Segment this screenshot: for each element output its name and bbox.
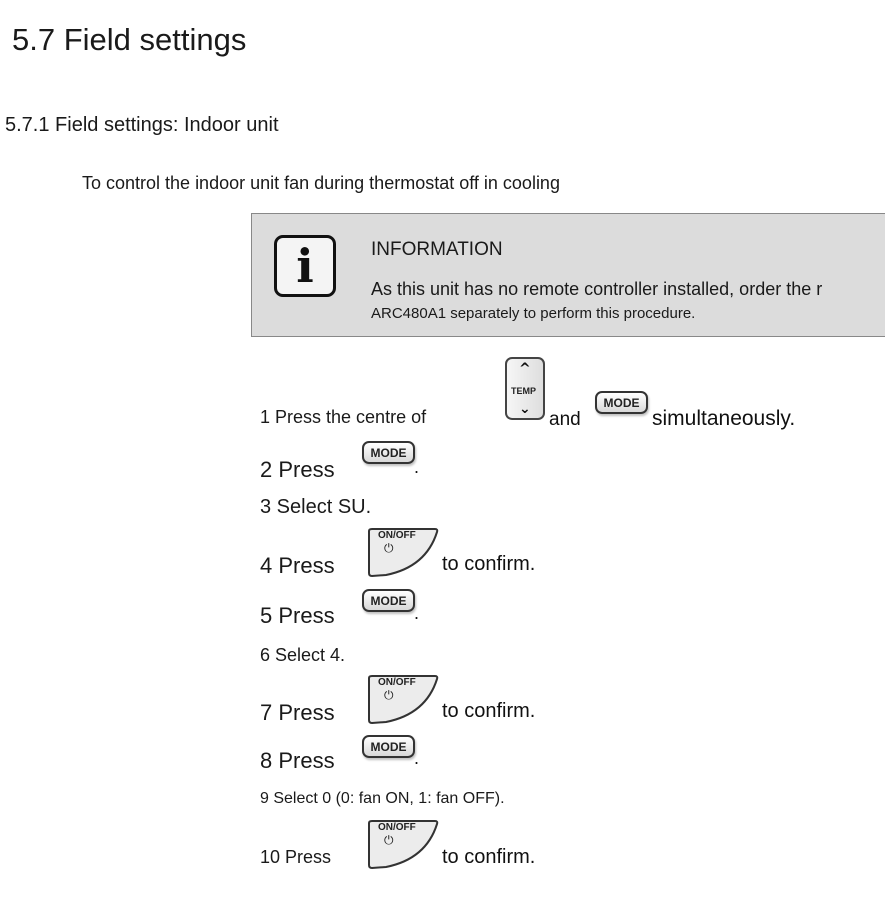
step-2-period: . <box>414 457 420 477</box>
power-icon: ⏻ <box>384 688 394 702</box>
mode-button-icon: MODE <box>362 441 415 464</box>
info-text-line-1: As this unit has no remote controller in… <box>371 279 823 299</box>
info-title: INFORMATION <box>371 239 503 260</box>
information-box: i INFORMATION As this unit has no remote… <box>251 213 885 337</box>
step-4-confirm: to confirm. <box>442 553 536 575</box>
info-icon: i <box>274 235 336 297</box>
step-5-text: 5 Press <box>260 603 335 628</box>
temp-button-icon: ^ TEMP ⌄ <box>505 357 545 420</box>
step-1-end: simultaneously. <box>652 407 796 430</box>
step-1-text: 1 Press the centre of <box>260 407 427 427</box>
step-7-confirm: to confirm. <box>442 700 536 722</box>
onoff-button-icon: ON/OFF ⏻ <box>366 674 440 726</box>
step-10-text: 10 Press <box>260 847 332 867</box>
mode-button-icon: MODE <box>362 589 415 612</box>
chevron-down-icon: ⌄ <box>519 401 531 417</box>
mode-button-icon: MODE <box>362 735 415 758</box>
section-heading: 5.7 Field settings <box>12 22 247 57</box>
step-5-period: . <box>414 603 420 623</box>
step-4-text: 4 Press <box>260 553 335 578</box>
power-icon: ⏻ <box>384 833 394 847</box>
subsection-heading: 5.7.1 Field settings: Indoor unit <box>5 114 279 136</box>
chevron-up-icon: ^ <box>519 361 531 377</box>
step-7-text: 7 Press <box>260 700 335 725</box>
temp-label: TEMP <box>511 386 537 396</box>
onoff-button-icon: ON/OFF ⏻ <box>366 527 440 579</box>
step-6-text: 6 Select 4. <box>260 645 346 665</box>
step-3-text: 3 Select SU. <box>260 496 372 518</box>
intro-text: To control the indoor unit fan during th… <box>82 173 560 193</box>
step-9-text: 9 Select 0 (0: fan ON, 1: fan OFF). <box>260 790 505 807</box>
step-10-confirm: to confirm. <box>442 846 536 868</box>
info-text-line-2: ARC480A1 separately to perform this proc… <box>371 305 696 322</box>
onoff-button-icon: ON/OFF ⏻ <box>366 819 440 871</box>
step-2-text: 2 Press <box>260 457 335 482</box>
step-1-and: and <box>549 409 581 430</box>
step-8-period: . <box>414 748 420 768</box>
power-icon: ⏻ <box>384 541 394 555</box>
step-8-text: 8 Press <box>260 748 335 773</box>
mode-button-icon: MODE <box>595 391 648 414</box>
